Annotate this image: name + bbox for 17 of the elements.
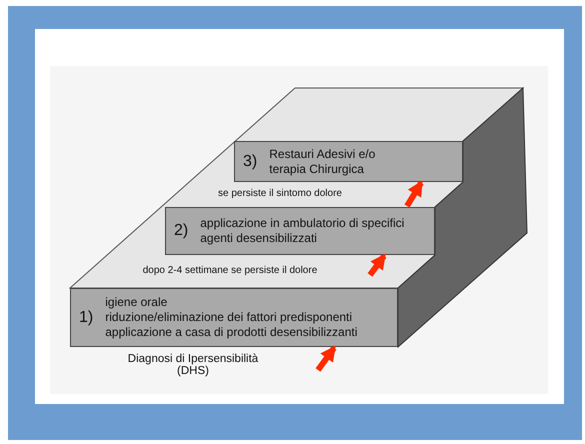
condition-text: se persiste il sintomo dolore bbox=[217, 188, 343, 199]
arrow bbox=[316, 345, 336, 372]
step-front bbox=[234, 141, 463, 182]
step-number: 3) bbox=[243, 152, 258, 170]
condition-text: dopo 2-4 settimane se persiste il dolore bbox=[142, 265, 318, 276]
step-front bbox=[70, 288, 398, 347]
step-front bbox=[165, 207, 435, 255]
arrow bbox=[404, 180, 424, 208]
step-number: 2) bbox=[174, 222, 188, 240]
step-text: riduzione/eliminazione dei fattori predisponenti bbox=[105, 310, 354, 325]
step-text: applicazione in ambulatorio di specifici agenti desensibilizzati bbox=[200, 216, 406, 246]
step-text: Restauri Adesivi e/o terapia Chirurgica bbox=[269, 146, 376, 176]
arrow bbox=[368, 254, 386, 277]
step-text: applicazione a casa di prodotti desensibilizzanti bbox=[105, 325, 358, 340]
step-text: igiene orale bbox=[105, 295, 168, 310]
step-number: 1) bbox=[79, 308, 94, 326]
condition-text: Diagnosi di Ipersensibilità (DHS) bbox=[126, 353, 260, 377]
